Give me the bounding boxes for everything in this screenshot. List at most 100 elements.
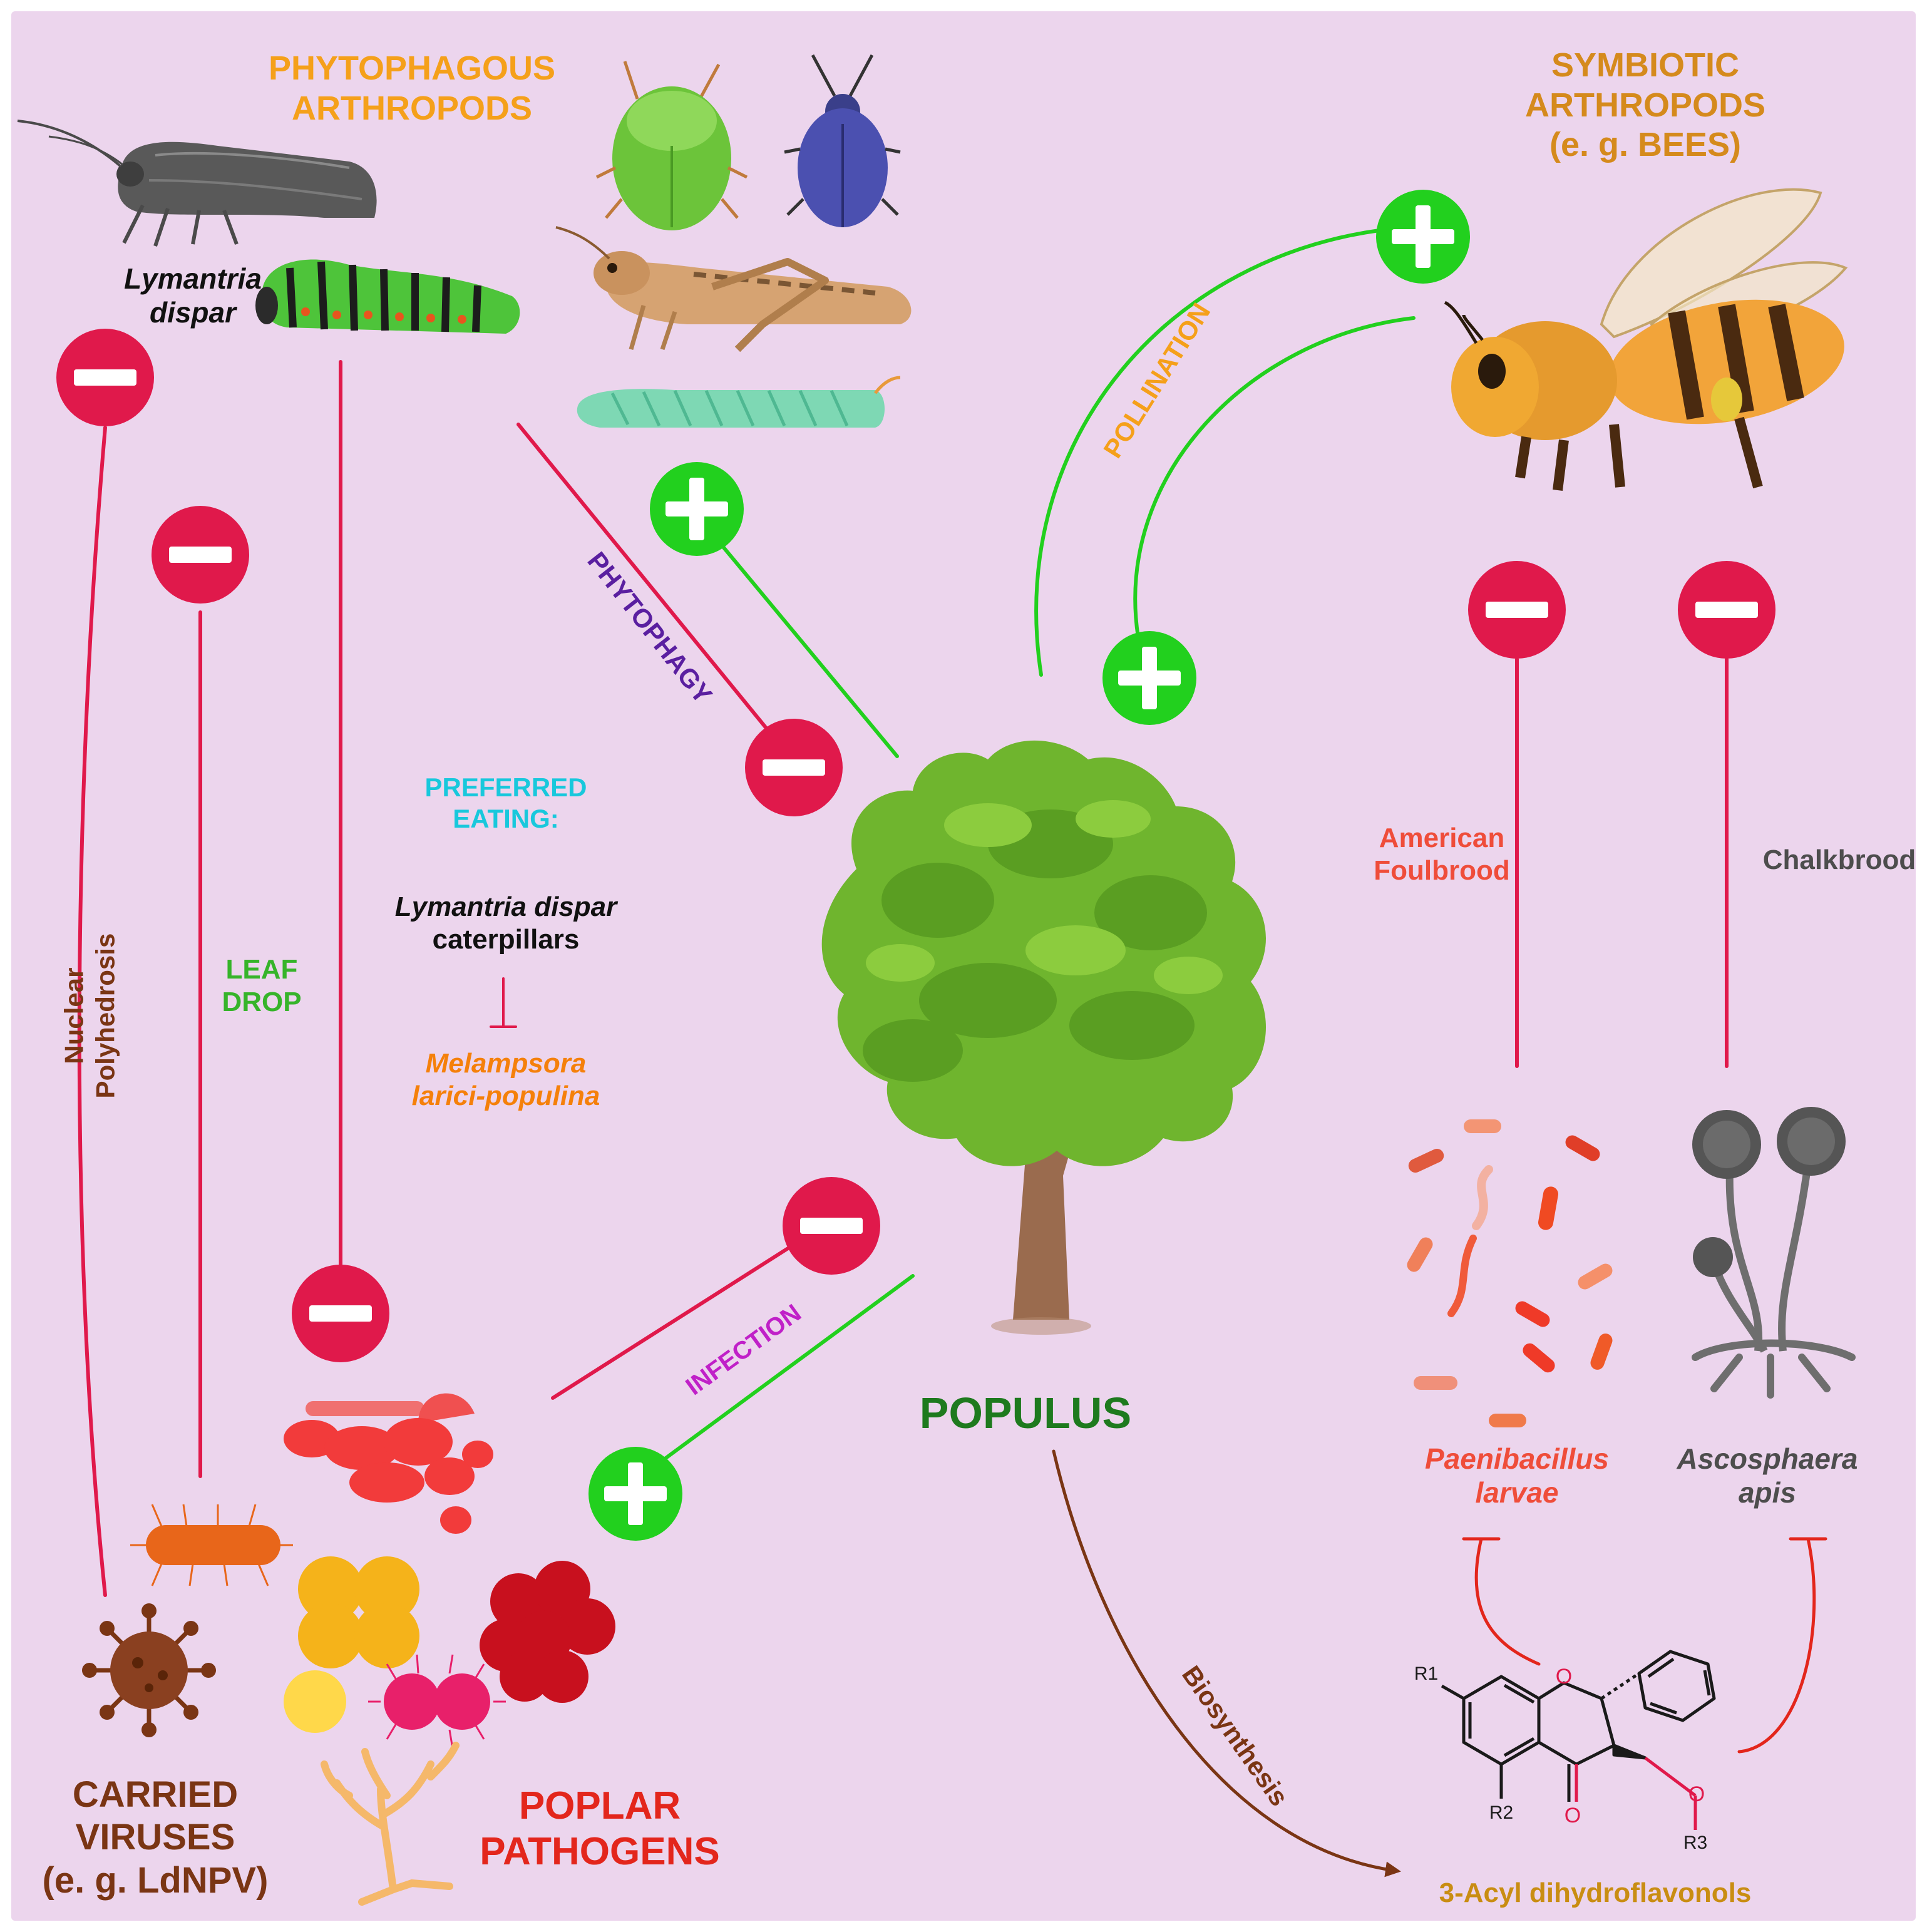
poplar-pathogens-label: POPLAR PATHOGENS xyxy=(462,1783,737,1874)
minus-icon xyxy=(74,369,136,386)
american-line2: Foulbrood xyxy=(1374,855,1510,886)
hyphae-fungus xyxy=(321,1742,460,1906)
positive-badge xyxy=(588,1447,682,1541)
o-ester-label: O xyxy=(1684,1782,1709,1807)
plus-icon xyxy=(1142,647,1157,709)
paenibacillus-label: Paenibacillus larvae xyxy=(1401,1442,1633,1510)
negative-badge xyxy=(745,719,843,816)
phytophagy-negative-line xyxy=(516,423,771,733)
ascosphaera-line2: apis xyxy=(1738,1476,1797,1509)
negative-badge xyxy=(783,1177,880,1275)
r2-label: R2 xyxy=(1483,1802,1520,1824)
phytophagous-line2: ARTHROPODS xyxy=(291,89,532,127)
minus-icon xyxy=(169,547,232,563)
flavonol-oxygens xyxy=(1575,1757,1697,1830)
carried-line3: (e. g. LdNPV) xyxy=(42,1859,269,1901)
symbiotic-title: SYMBIOTIC ARTHROPODS (e. g. BEES) xyxy=(1470,46,1821,165)
positive-badge xyxy=(650,462,744,556)
paenibacillus-line1: Paenibacillus xyxy=(1424,1442,1609,1475)
carried-line1: CARRIED xyxy=(72,1774,239,1815)
american-line1: American xyxy=(1379,823,1505,853)
lymantria-line1: Lymantria xyxy=(124,262,262,295)
fungus-icon xyxy=(1692,1107,1856,1399)
caterpillar-icon xyxy=(255,259,520,334)
symbiotic-line3: (e. g. BEES) xyxy=(1549,126,1742,164)
preferred-eating-label: PREFERRED EATING: xyxy=(374,772,637,834)
plus-icon xyxy=(689,478,704,540)
lymantria-caterpillars-line2: caterpillars xyxy=(432,923,580,955)
yellow-cocci xyxy=(284,1556,419,1733)
negative-badge xyxy=(152,506,249,604)
plus-icon xyxy=(628,1462,643,1525)
r1-label: R1 xyxy=(1407,1663,1445,1685)
phytophagy-positive-line xyxy=(711,532,899,758)
preferred-line1: PREFERRED xyxy=(424,773,587,802)
populus-label: POPULUS xyxy=(919,1389,1132,1437)
chalkbrood-label: Chalkbrood xyxy=(1762,845,1916,875)
lymantria-caterpillars-line1: Lymantria dispar xyxy=(394,891,617,922)
r3-text: R3 xyxy=(1683,1832,1708,1853)
interaction-diagram xyxy=(17,54,1856,1906)
nuclear-line2: Polyhedrosis xyxy=(90,933,120,1099)
pollination-outer-line xyxy=(1034,229,1381,677)
biosynthesis-arrow xyxy=(1052,1449,1401,1878)
flavonol-label: 3-Acyl dihydroflavonols xyxy=(1439,1878,1752,1908)
nuclear-polyhedrosis-label: Nuclear Polyhedrosis xyxy=(58,916,120,1116)
paenibacillus-line2: larvae xyxy=(1475,1476,1559,1509)
negative-badge xyxy=(1678,561,1775,659)
o-keto-label: O xyxy=(1560,1803,1585,1828)
ascosphaera-label: Ascosphaera apis xyxy=(1645,1442,1889,1510)
nuclear-polyhedrosis-line xyxy=(77,426,107,1597)
lymantria-caterpillars-label: Lymantria dispar caterpillars xyxy=(362,891,650,956)
positive-badge xyxy=(1376,190,1470,284)
melampsora-line1: Melampsora xyxy=(425,1048,587,1079)
flavonol-structure xyxy=(1441,1650,1716,1802)
minus-icon xyxy=(1695,602,1758,618)
leaf-beetle-icon xyxy=(784,54,901,227)
r1-text: R1 xyxy=(1414,1663,1439,1684)
preferred-line2: EATING: xyxy=(453,803,559,833)
virus-icon xyxy=(82,1603,216,1737)
r3-label: R3 xyxy=(1677,1832,1714,1854)
r2-text: R2 xyxy=(1489,1802,1514,1823)
flavonol-inhibit-right xyxy=(1737,1537,1816,1754)
negative-badge xyxy=(292,1265,389,1362)
red-fungus-pathogen xyxy=(284,1393,493,1534)
tree-icon xyxy=(821,740,1266,1335)
melampsora-line2: larici-populina xyxy=(411,1080,600,1111)
leaf-drop-label: LEAF DROP xyxy=(193,953,331,1019)
minus-icon xyxy=(309,1305,372,1322)
pathogen-cluster-icon xyxy=(130,1393,615,1906)
moth-icon xyxy=(17,120,377,247)
connector-lines xyxy=(77,229,1827,1878)
ascosphaera-line1: Ascosphaera xyxy=(1677,1442,1858,1475)
diagram-canvas: PHYTOPHAGOUS ARTHROPODS SYMBIOTIC ARTHRO… xyxy=(11,11,1916,1921)
melampsora-label: Melampsora larici-populina xyxy=(349,1047,662,1112)
minus-icon xyxy=(763,759,825,776)
minus-icon xyxy=(800,1218,863,1234)
poplar-line2: PATHOGENS xyxy=(480,1830,720,1874)
o-ring-label: O xyxy=(1551,1664,1576,1689)
american-foulbrood-label: American Foulbrood xyxy=(1351,822,1533,887)
red-berry-cluster xyxy=(480,1561,615,1703)
o-ester-text: O xyxy=(1688,1782,1705,1806)
phytophagous-title: PHYTOPHAGOUS ARTHROPODS xyxy=(224,49,600,128)
leaf-drop-line2: DROP xyxy=(222,986,302,1017)
phytophagous-line1: PHYTOPHAGOUS xyxy=(268,49,556,87)
negative-badge xyxy=(1468,561,1566,659)
plus-icon xyxy=(1416,205,1431,268)
o-keto-text: O xyxy=(1564,1804,1581,1827)
tortoise-beetle-icon xyxy=(595,61,748,230)
negative-badge xyxy=(56,329,154,426)
carried-line2: VIRUSES xyxy=(75,1817,235,1858)
carried-viruses-label: CARRIED VIRUSES (e. g. LdNPV) xyxy=(24,1774,287,1902)
poplar-line1: POPLAR xyxy=(518,1784,681,1827)
symbiotic-line1: SYMBIOTIC xyxy=(1551,46,1739,84)
grasshopper-icon xyxy=(555,226,912,352)
orange-rod-bacterium xyxy=(130,1504,293,1586)
o-ring-text: O xyxy=(1555,1665,1573,1688)
hornworm-icon xyxy=(577,376,901,428)
leaf-drop-line1: LEAF xyxy=(225,954,298,985)
infection-negative-line xyxy=(551,1243,796,1400)
pollination-inner-line xyxy=(1133,316,1416,639)
